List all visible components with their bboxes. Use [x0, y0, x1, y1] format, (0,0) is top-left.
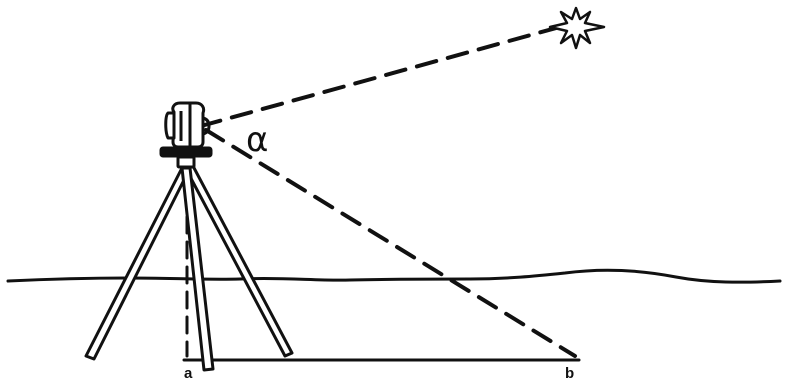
point-b-label: b — [565, 365, 575, 382]
star-icon — [548, 6, 606, 50]
ground-line — [6, 268, 782, 284]
theodolite-instrument — [159, 101, 213, 169]
theodolite-body — [171, 101, 206, 149]
dashed-sight-line-to-point-b — [204, 128, 577, 358]
theodolite-base — [159, 146, 213, 158]
theodolite-telescope — [202, 116, 211, 136]
star-target — [548, 6, 606, 50]
angle-label: α — [246, 120, 269, 160]
tripod-left-leg — [84, 164, 191, 361]
dashed-sight-line-to-star — [199, 23, 569, 128]
tripod — [84, 164, 294, 372]
point-a-label: a — [184, 365, 193, 382]
theodolite-mount — [176, 155, 196, 169]
theodolite-eyepiece — [164, 111, 176, 140]
